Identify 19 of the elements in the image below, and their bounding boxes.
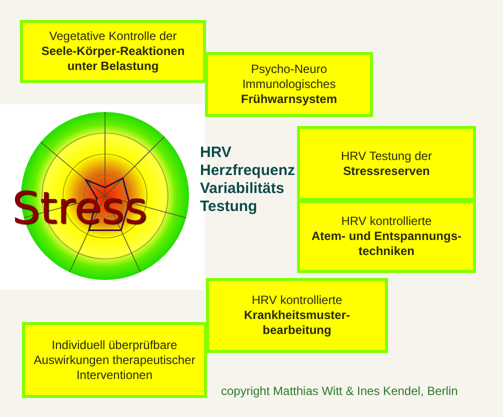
- text-box: [206, 278, 388, 353]
- box-text: HRV kontrollierte: [341, 214, 432, 229]
- text-box: [297, 126, 476, 201]
- box-heading: Krankheitsmuster- bearbeitung: [242, 308, 352, 338]
- box-text: Psycho-Neuro Immunologisches: [241, 62, 337, 92]
- box-text: HRV kontrollierte: [252, 293, 342, 308]
- box-heading: Stressreserven: [343, 164, 430, 178]
- text-box: [205, 52, 373, 117]
- box-heading: Frühwarnsystem: [240, 92, 338, 107]
- box-text: HRV Testung der: [341, 148, 432, 164]
- box-heading: Atem- und Entspannungs- techniken: [310, 229, 462, 259]
- box-text: Vegetative Kontrolle der: [49, 29, 177, 44]
- side-heading: HRV Herzfrequenz Variabilitäts Testung: [200, 144, 296, 216]
- box-text: Individuell überprüfbare Auswirkungen therapeutischer Interventionen: [32, 338, 196, 382]
- text-box: [20, 20, 206, 83]
- copyright-note: copyright Matthias Witt & Ines Kendel, Berlin: [221, 384, 458, 398]
- text-box: [22, 322, 207, 398]
- box-heading: Seele-Körper-Reaktionen unter Belastung: [40, 44, 186, 74]
- text-box: [297, 200, 476, 273]
